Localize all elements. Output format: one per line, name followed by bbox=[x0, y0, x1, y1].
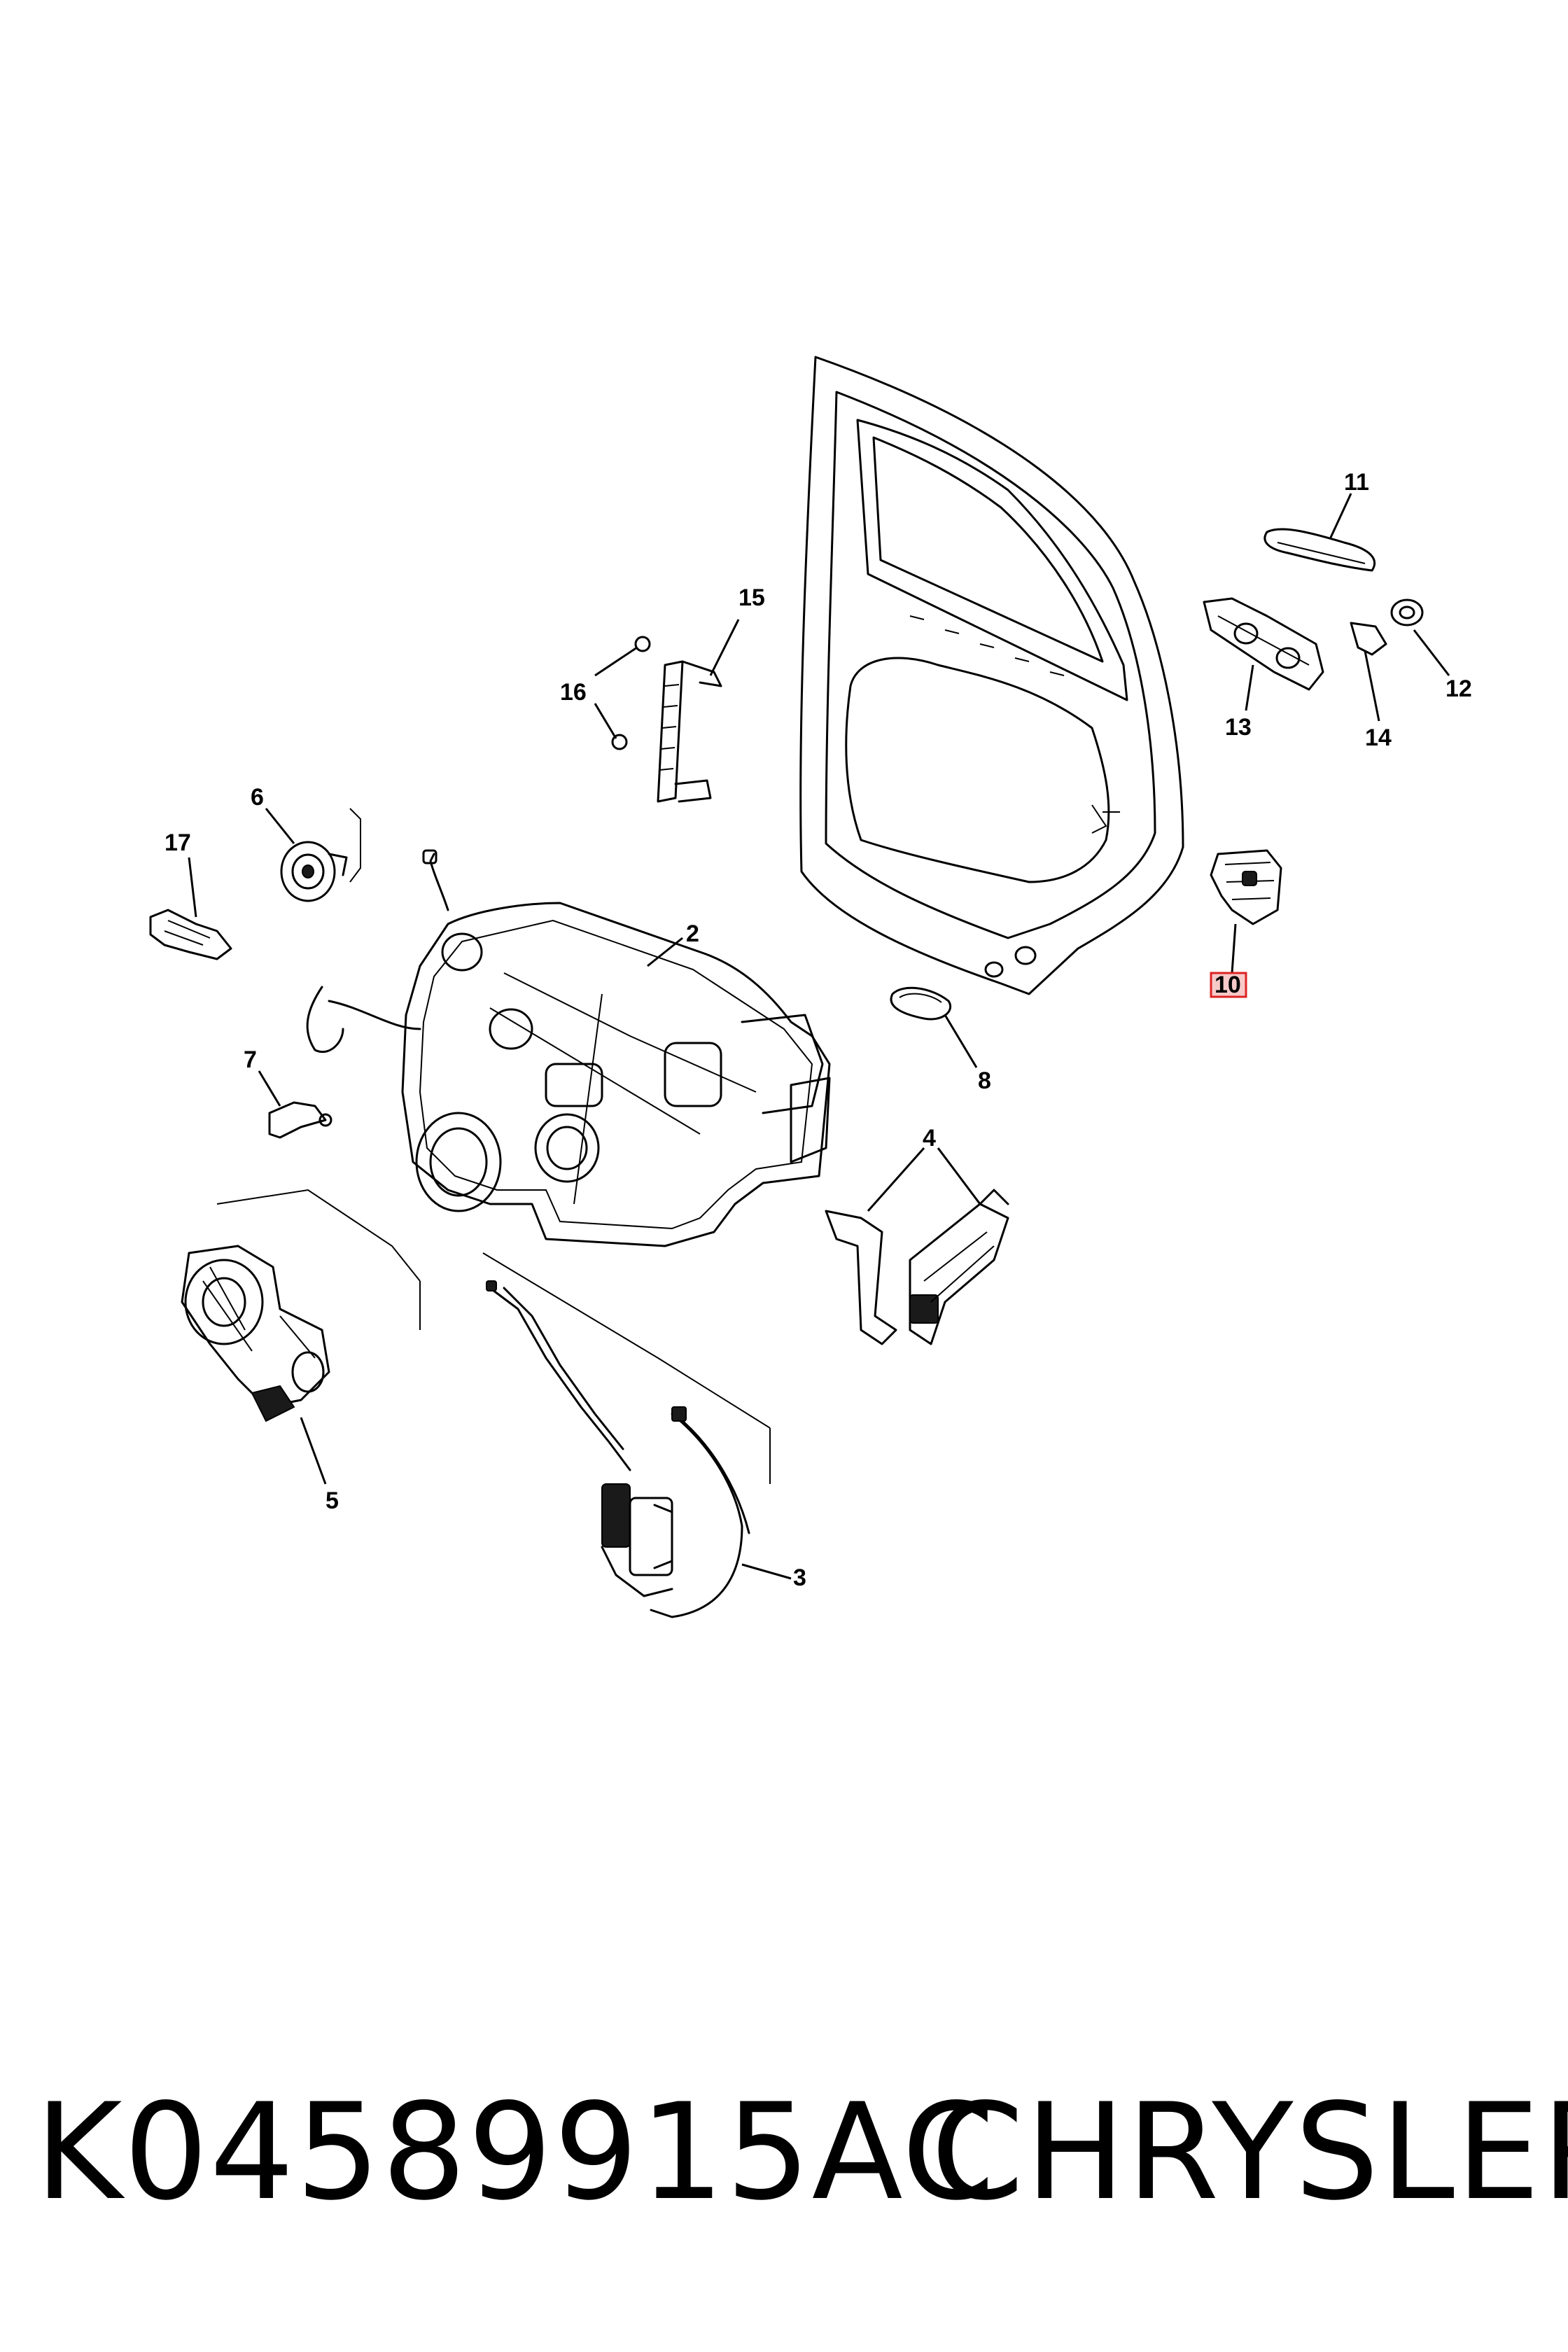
exterior-handle bbox=[1264, 528, 1376, 572]
callout-6: 6 bbox=[251, 784, 264, 811]
callout-5: 5 bbox=[326, 1488, 339, 1514]
parts-diagram: 2 3 4 5 6 7 8 10 11 12 13 14 15 16 17 bbox=[149, 356, 1472, 1618]
door-module-carrier bbox=[306, 849, 831, 1247]
latch-with-cables bbox=[486, 1280, 750, 1618]
drain-seal bbox=[890, 986, 951, 1021]
leader-lines bbox=[188, 493, 1450, 1580]
part-number: K04589915AC bbox=[35, 2075, 996, 2230]
callout-labels: 2 3 4 5 6 7 8 10 11 12 13 14 15 16 17 bbox=[164, 469, 1472, 1591]
callout-7: 7 bbox=[244, 1046, 257, 1073]
callout-3: 3 bbox=[793, 1564, 806, 1591]
callout-15: 15 bbox=[738, 584, 765, 611]
actuator-linkage bbox=[825, 1189, 1009, 1345]
callout-16: 16 bbox=[560, 679, 587, 706]
handle-cap bbox=[1390, 598, 1424, 626]
brand-name: CHRYSLER bbox=[931, 2075, 1568, 2230]
callout-11: 11 bbox=[1344, 469, 1369, 496]
callout-17: 17 bbox=[164, 830, 191, 856]
callout-2: 2 bbox=[686, 920, 699, 947]
interior-handle bbox=[149, 909, 232, 960]
footer: K04589915AC CHRYSLER bbox=[0, 2058, 1568, 2268]
callout-8: 8 bbox=[978, 1068, 991, 1094]
speaker bbox=[280, 841, 348, 902]
window-motor bbox=[181, 1245, 330, 1422]
assembly-brackets bbox=[216, 808, 771, 1484]
highlight-box bbox=[1210, 972, 1247, 998]
callout-12: 12 bbox=[1446, 676, 1472, 702]
window-channel bbox=[657, 660, 722, 803]
door-latch-part bbox=[1210, 849, 1282, 925]
fasteners bbox=[611, 636, 651, 750]
callout-10: 10 bbox=[1214, 972, 1241, 998]
callout-4: 4 bbox=[923, 1125, 936, 1152]
wiring-clip bbox=[268, 1101, 332, 1139]
callout-13: 13 bbox=[1225, 714, 1252, 741]
handle-bracket bbox=[1203, 597, 1324, 691]
handle-gasket bbox=[1350, 622, 1387, 656]
callout-14: 14 bbox=[1365, 724, 1392, 751]
door-shell bbox=[799, 356, 1184, 995]
